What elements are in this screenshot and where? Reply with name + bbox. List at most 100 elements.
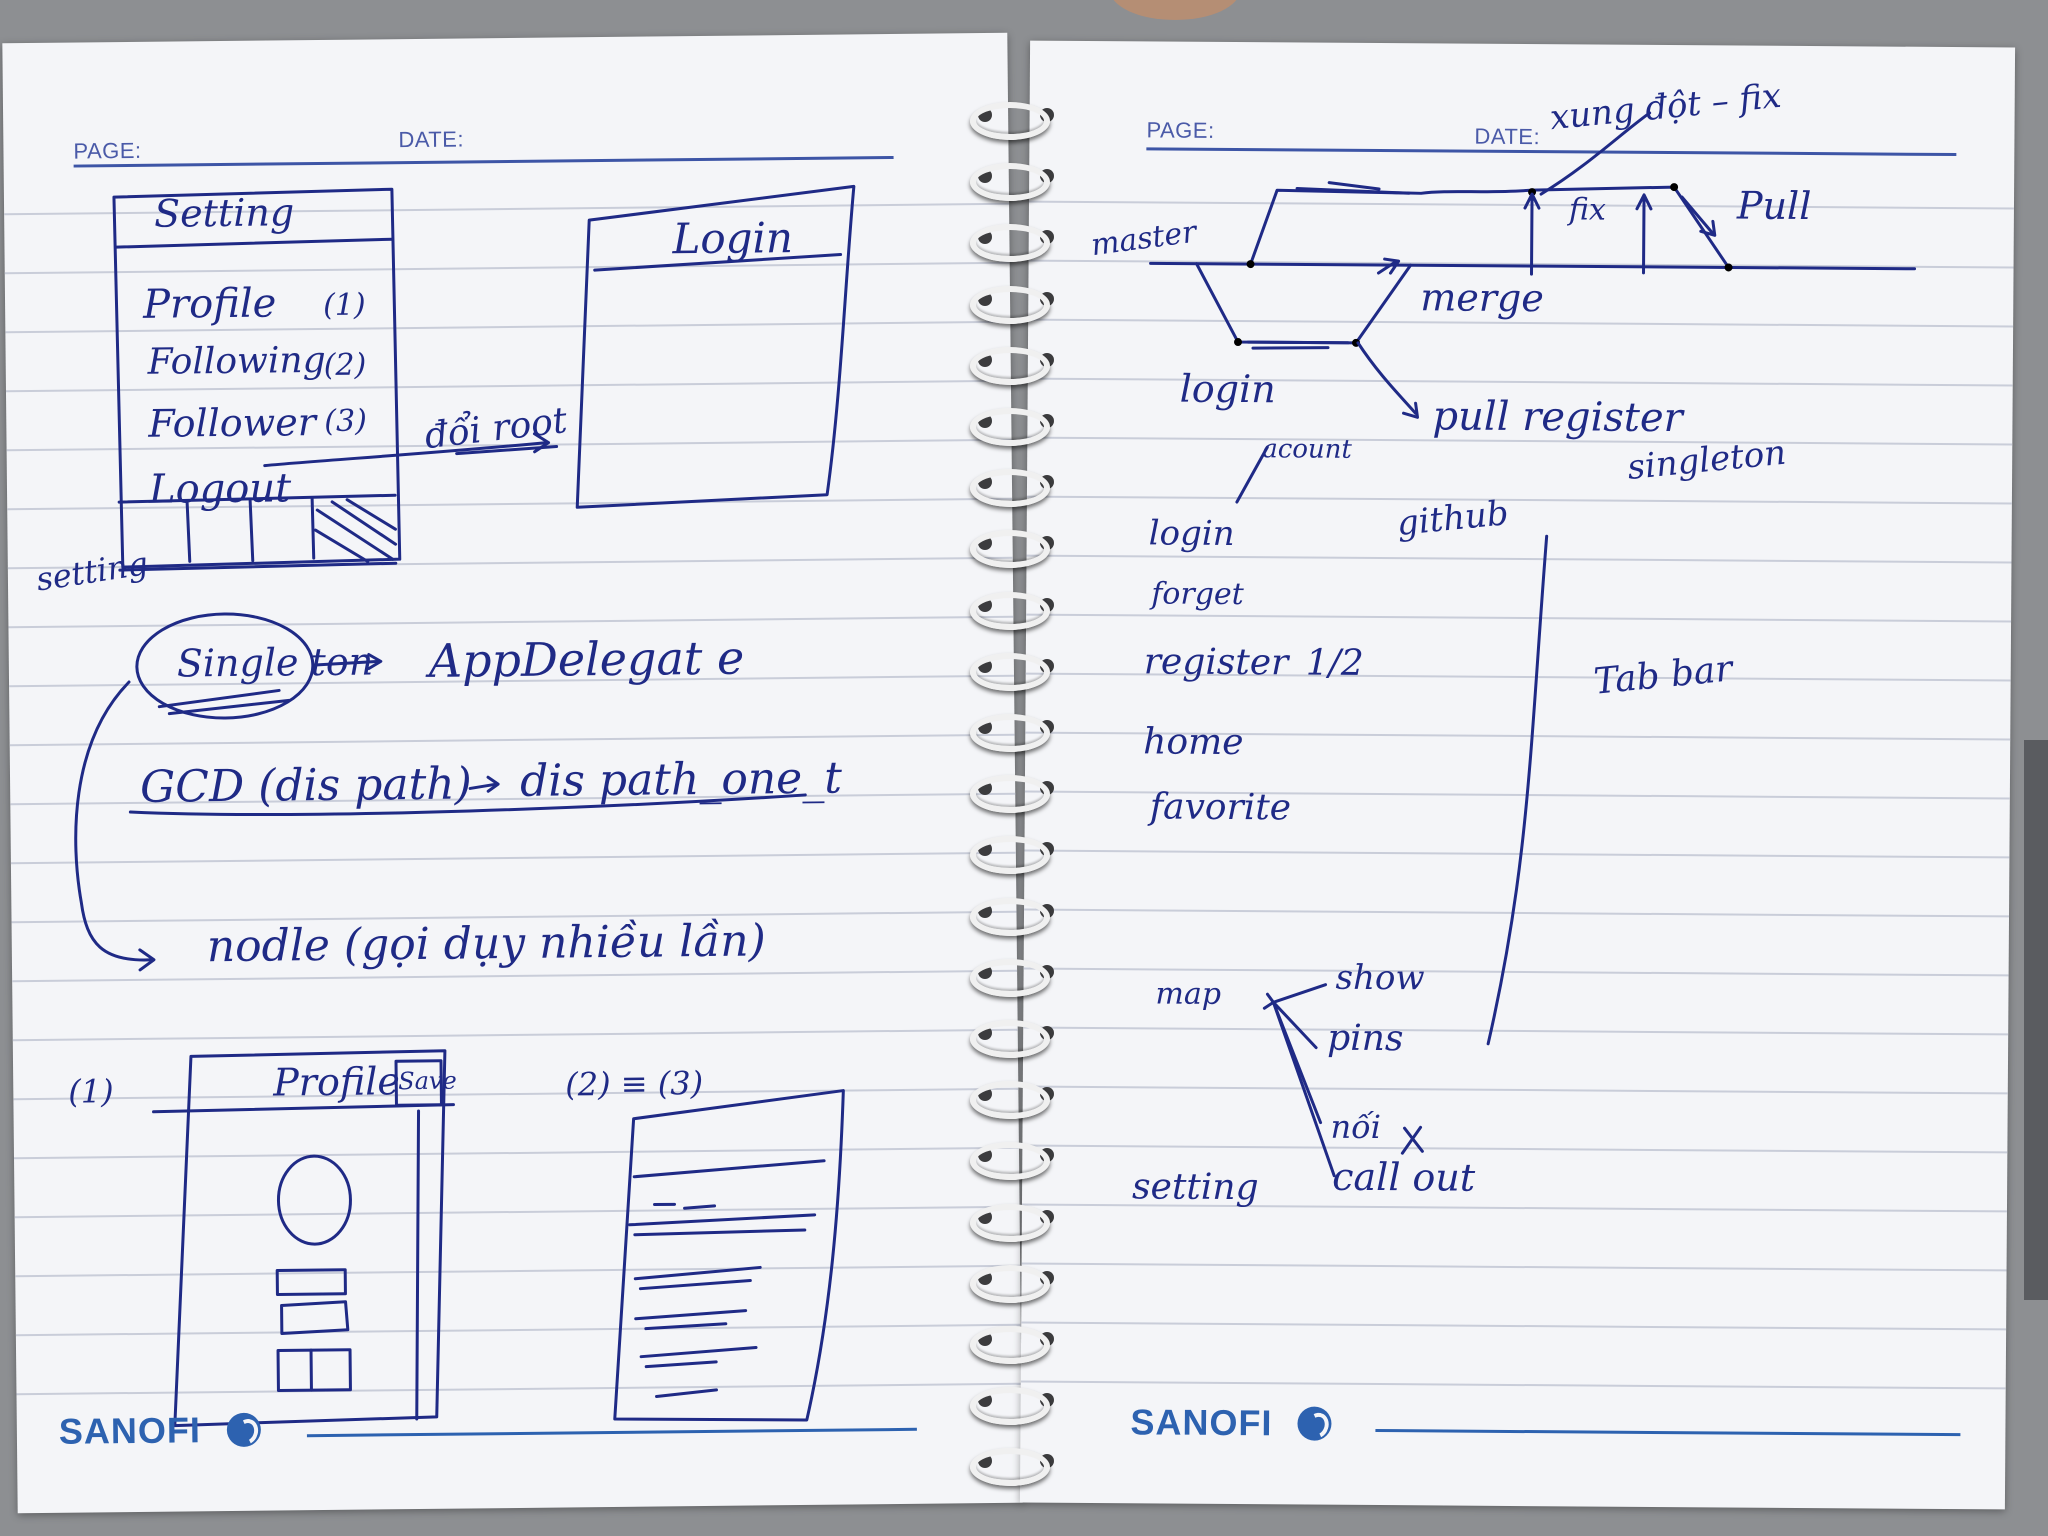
date-label: DATE: bbox=[1474, 123, 1541, 150]
date-label: DATE: bbox=[398, 126, 465, 153]
map-note-show: show bbox=[1335, 957, 1425, 999]
spiral-ring bbox=[970, 285, 1050, 324]
map-note-pins: pins bbox=[1327, 1017, 1404, 1060]
map-note-callout: call out bbox=[1332, 1154, 1476, 1200]
spiral-ring bbox=[970, 652, 1050, 691]
profile-ref-label: (1) bbox=[68, 1072, 114, 1111]
spiral-ring bbox=[970, 224, 1050, 263]
spiral-ring bbox=[970, 469, 1050, 508]
spiral-ring bbox=[970, 102, 1050, 140]
dispatch-once-note: dis path_one_t bbox=[519, 752, 843, 807]
setting-item-logout: Logout bbox=[148, 465, 292, 513]
footer-line bbox=[306, 1427, 917, 1438]
ruled-line bbox=[1020, 1380, 2006, 1390]
login-screen-title: Login bbox=[672, 213, 794, 264]
setting-item-following-num: (2) bbox=[323, 347, 367, 383]
screen-item-forget: forget bbox=[1151, 576, 1244, 613]
setting-screen-title: Setting bbox=[153, 190, 295, 236]
ruled-line bbox=[1022, 1144, 2008, 1154]
setting-side-label: setting bbox=[33, 544, 151, 599]
ruled-line bbox=[14, 1205, 1020, 1219]
spiral-ring bbox=[970, 1387, 1050, 1426]
spiral-ring bbox=[970, 958, 1050, 997]
screen-item-register: register bbox=[1143, 641, 1289, 684]
account-note: acount bbox=[1262, 434, 1353, 465]
setting-item-following: Following bbox=[147, 339, 326, 383]
ruled-line bbox=[4, 261, 1010, 275]
sanofi-brand: SANOFI bbox=[58, 1409, 202, 1452]
merge-label: merge bbox=[1420, 275, 1544, 321]
gcd-note: GCD (dis path) bbox=[139, 758, 473, 813]
device-edge bbox=[2024, 740, 2048, 1300]
setting-item-profile-num: (1) bbox=[322, 287, 366, 323]
ruled-line bbox=[13, 1146, 1019, 1160]
github-note: github bbox=[1395, 493, 1511, 544]
footer-line bbox=[1375, 1429, 1961, 1437]
spiral-ring bbox=[970, 1326, 1050, 1364]
ruled-line bbox=[12, 969, 1018, 983]
ruled-line bbox=[9, 733, 1015, 747]
notebook-left-page: PAGE: DATE: bbox=[2, 32, 1023, 1514]
master-label: master bbox=[1088, 214, 1199, 264]
login-branch-label: login bbox=[1179, 366, 1276, 412]
ruled-line bbox=[1028, 259, 2014, 269]
ruled-line bbox=[1022, 1085, 2008, 1095]
spiral-ring bbox=[970, 1203, 1050, 1242]
pull-register-label: pull register bbox=[1432, 393, 1683, 442]
spiral-ring bbox=[970, 163, 1050, 202]
screen-item-map: map bbox=[1155, 976, 1222, 1012]
setting-item-follower: Follower bbox=[148, 400, 317, 446]
header-line bbox=[1146, 147, 1957, 157]
ruled-line bbox=[13, 1087, 1019, 1101]
spiral-ring bbox=[970, 346, 1050, 385]
conflict-fix-note: xung đột – fix bbox=[1548, 75, 1783, 139]
page-label: PAGE: bbox=[1146, 117, 1215, 143]
sanofi-brand: SANOFI bbox=[1130, 1401, 1273, 1444]
ruled-line bbox=[12, 1028, 1018, 1042]
singleton-note: Single ton bbox=[176, 639, 374, 686]
change-root-label: đổi root bbox=[422, 400, 570, 458]
spiral-ring bbox=[970, 1020, 1050, 1058]
ruled-line bbox=[1026, 554, 2012, 564]
ruled-lines bbox=[1020, 41, 2015, 1390]
ruled-line bbox=[1021, 1262, 2007, 1272]
spiral-ring bbox=[970, 530, 1050, 569]
ruled-line bbox=[8, 615, 1014, 629]
ruled-line bbox=[1027, 377, 2013, 387]
ruled-line bbox=[15, 1323, 1021, 1337]
setting-item-profile: Profile bbox=[142, 280, 277, 328]
ruled-line bbox=[16, 1382, 1022, 1396]
ruled-line bbox=[1021, 1321, 2007, 1331]
ruled-line bbox=[1028, 200, 2014, 210]
pull-top-label: Pull bbox=[1736, 183, 1812, 229]
notebook-right-page: PAGE: DATE: bbox=[1019, 40, 2016, 1510]
profile-save-button: Save bbox=[398, 1066, 457, 1096]
map-note-connect: nối bbox=[1330, 1107, 1382, 1147]
ruled-line bbox=[1023, 967, 2009, 977]
sanofi-logo-icon bbox=[1297, 1406, 1332, 1441]
spiral-ring bbox=[970, 591, 1050, 630]
sanofi-logo-icon bbox=[226, 1412, 262, 1448]
spiral-ring bbox=[970, 1448, 1050, 1487]
ruled-line bbox=[10, 851, 1016, 865]
spiral-ring bbox=[970, 408, 1050, 446]
screen-item-login: login bbox=[1148, 513, 1235, 555]
ruled-lines bbox=[2, 33, 1022, 1396]
thumb-photo-edge bbox=[1110, 0, 1240, 20]
ruled-line bbox=[1026, 613, 2012, 623]
ruled-line bbox=[15, 1264, 1021, 1278]
profile-screen-title: Profile bbox=[272, 1059, 401, 1105]
ruled-line bbox=[1026, 495, 2012, 505]
list-screen-ref-label: (2) ≡ (3) bbox=[565, 1064, 704, 1104]
screen-item-setting: setting bbox=[1131, 1166, 1259, 1209]
setting-item-follower-num: (3) bbox=[324, 403, 367, 439]
spiral-ring bbox=[970, 1142, 1050, 1181]
register-fraction-note: 1/2 bbox=[1305, 642, 1364, 684]
spiral-ring bbox=[970, 1264, 1050, 1303]
ruled-line bbox=[7, 556, 1013, 570]
spiral-ring bbox=[970, 775, 1050, 814]
appdelegate-note: AppDelegat e bbox=[428, 630, 745, 688]
spiral-ring bbox=[970, 836, 1050, 875]
spiral-ring bbox=[970, 1081, 1050, 1120]
ruled-line bbox=[1024, 908, 2010, 918]
